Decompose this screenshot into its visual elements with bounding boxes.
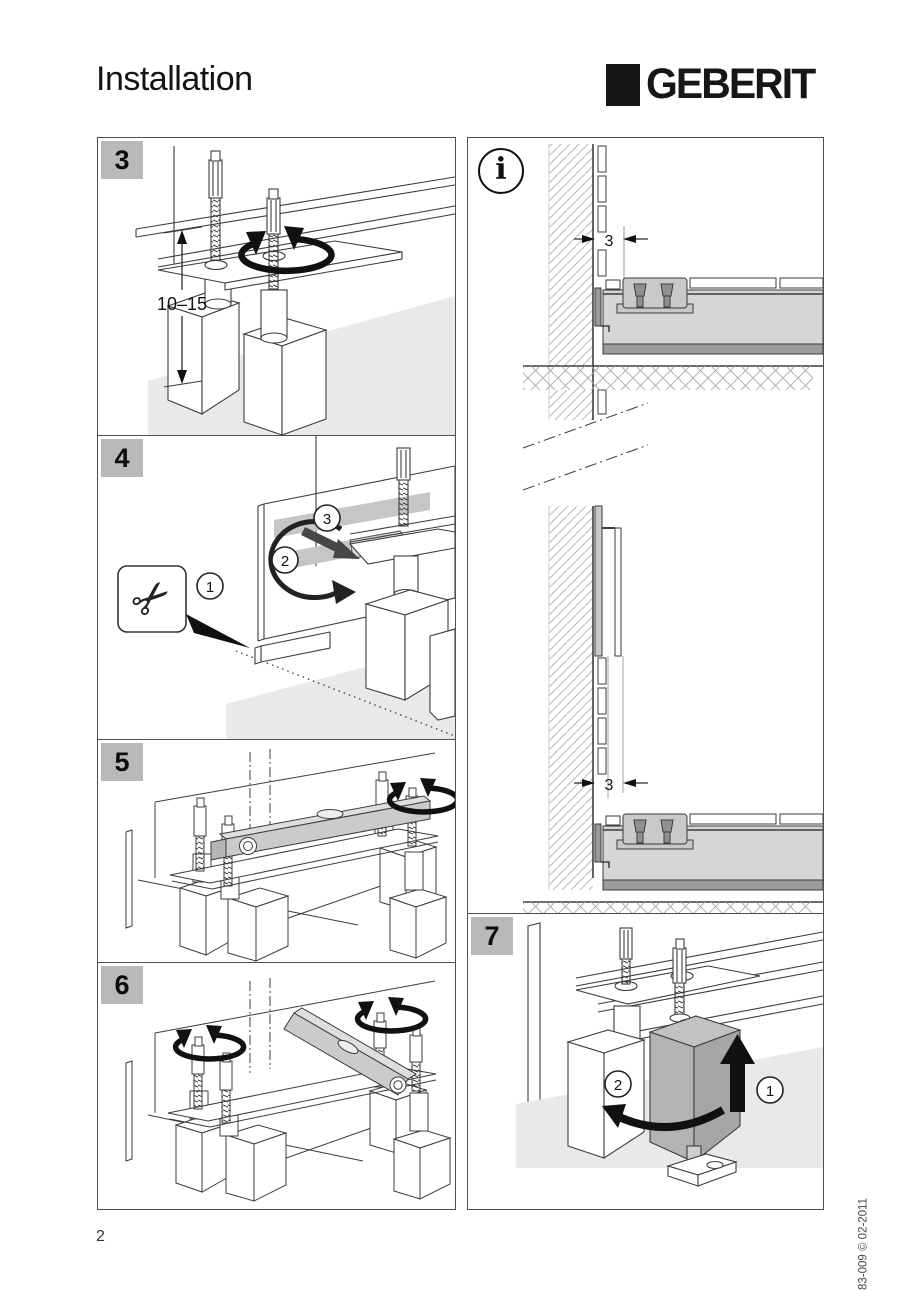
callout-2: 2 <box>604 1070 632 1098</box>
callout-2: 2 <box>271 546 299 574</box>
step-6-badge: 6 <box>101 966 143 1004</box>
info-icon: i <box>478 148 524 194</box>
geberit-logo: GEBERIT <box>605 60 823 109</box>
step-6-illustration <box>125 978 452 1202</box>
svg-text:1: 1 <box>766 1083 774 1100</box>
step-5-panel: 5 <box>97 739 456 963</box>
svg-text:1: 1 <box>206 579 214 596</box>
logo-text: GEBERIT <box>645 60 816 108</box>
step-4-illustration: ✂ 1 2 3 <box>117 436 455 739</box>
dimension-label: 10–15 <box>157 294 207 314</box>
step-7-illustration: 1 2 <box>516 922 823 1187</box>
document-code: D23983-009 © 02-2011 <box>858 1198 870 1290</box>
step-5-badge: 5 <box>101 743 143 781</box>
svg-text:2: 2 <box>281 553 289 570</box>
callout-1: 1 <box>756 1076 784 1104</box>
step-3-panel: 3 <box>97 137 456 436</box>
svg-text:3: 3 <box>323 511 331 528</box>
step-3-badge: 3 <box>101 141 143 179</box>
svg-text:2: 2 <box>614 1077 622 1094</box>
gap-dimension-top: 3 <box>605 233 614 250</box>
step-5-illustration <box>125 749 455 962</box>
step-7-badge: 7 <box>471 917 513 955</box>
info-panel: i <box>467 137 824 914</box>
step-3-illustration: 10–15 <box>135 146 455 435</box>
step-4-badge: 4 <box>101 439 143 477</box>
page-number: 2 <box>96 1228 105 1245</box>
info-illustration: 3 3 <box>522 144 823 913</box>
gap-dimension-bottom: 3 <box>605 777 614 794</box>
page-title: Installation <box>96 60 253 98</box>
callout-3: 3 <box>313 504 341 532</box>
step-6-panel: 6 <box>97 962 456 1210</box>
logo-square-icon <box>605 63 640 106</box>
step-7-panel: 7 <box>467 913 824 1210</box>
step-4-panel: 4 <box>97 435 456 740</box>
callout-1: 1 <box>196 572 224 600</box>
